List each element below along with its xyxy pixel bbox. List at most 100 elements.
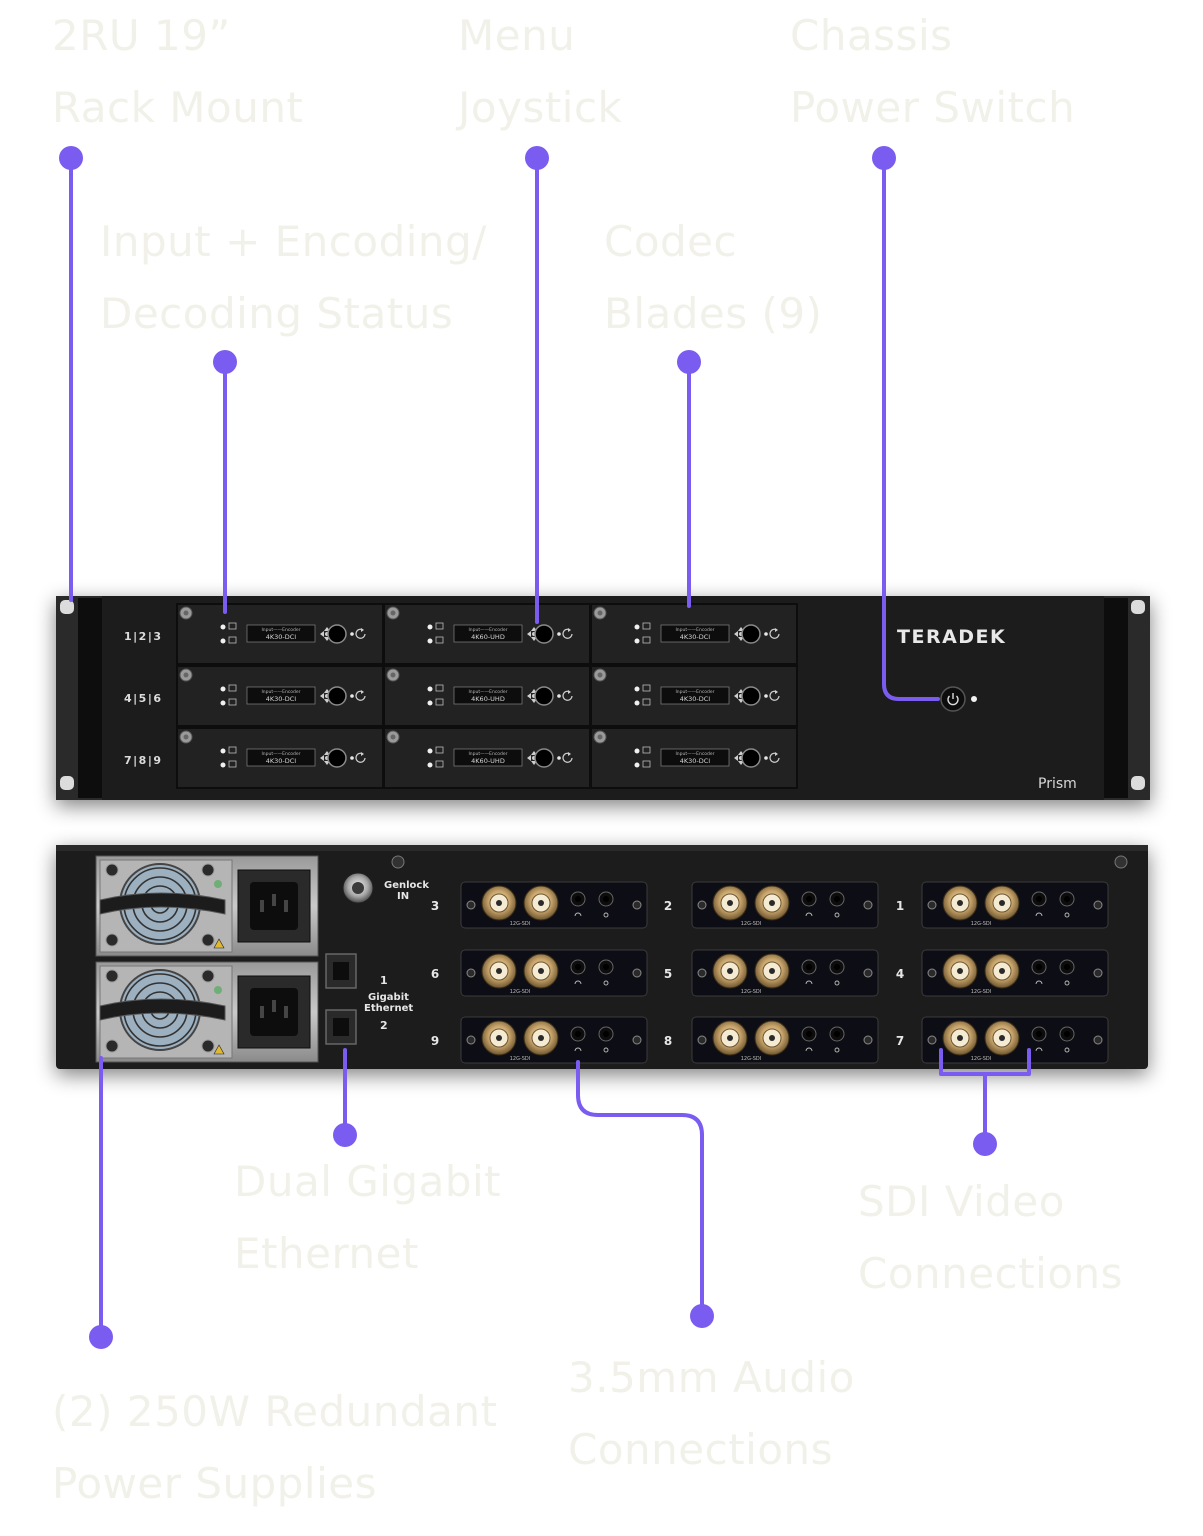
ac-pin xyxy=(260,900,264,912)
audio-jack-hole xyxy=(806,964,812,970)
slot-screw xyxy=(632,1035,642,1045)
menu-joystick[interactable] xyxy=(327,686,347,706)
bnc-pin xyxy=(957,968,963,974)
slot-screw xyxy=(632,900,642,910)
audio-jack-hole xyxy=(1064,964,1070,970)
oled-status-screen xyxy=(246,686,316,705)
callout-line: Blades (9) xyxy=(604,289,823,338)
thumb-screw-center xyxy=(597,672,603,678)
power-supply-unit xyxy=(95,855,319,957)
blade-led xyxy=(350,756,354,760)
warning-icon xyxy=(213,938,225,949)
slot-row-label: 1|2|3 xyxy=(124,630,163,643)
thumb-screw-center xyxy=(597,734,603,740)
screen-header: Input——Encoder xyxy=(261,689,300,695)
psu-handle[interactable] xyxy=(99,998,226,1021)
oled-status-screen xyxy=(453,624,523,643)
screen-header: Input——Encoder xyxy=(675,689,714,695)
rack-mount-hole xyxy=(1131,776,1145,790)
blade-led xyxy=(764,694,768,698)
callout-power-switch: Chassis Power Switch xyxy=(790,0,1075,144)
input-icon xyxy=(435,622,444,630)
callout-ethernet: Dual Gigabit Ethernet xyxy=(234,1146,501,1290)
blade-led xyxy=(764,632,768,636)
screen-header: Input——Encoder xyxy=(675,751,714,757)
audio-jack-hole xyxy=(1036,896,1042,902)
screen-format: 4K30-DCI xyxy=(680,633,711,641)
audio-jack-hole xyxy=(806,1031,812,1037)
menu-joystick[interactable] xyxy=(327,624,347,644)
microphone-icon xyxy=(834,980,840,986)
input-icon xyxy=(435,684,444,692)
ethernet-port-1-label: 1 xyxy=(380,974,388,987)
reset-icon xyxy=(355,690,366,701)
menu-joystick[interactable] xyxy=(327,748,347,768)
screen-format: 4K30-DCI xyxy=(266,633,297,641)
bnc-pin xyxy=(999,1035,1005,1041)
oled-status-screen xyxy=(246,624,316,643)
reset-arrow xyxy=(568,752,571,756)
audio-jack-hole xyxy=(603,1031,609,1037)
menu-joystick[interactable] xyxy=(534,686,554,706)
thumb-screw-center xyxy=(183,734,189,740)
bnc-pin xyxy=(538,900,544,906)
reset-arrow xyxy=(568,690,571,694)
thumb-screw-center xyxy=(183,672,189,678)
callout-line: Connections xyxy=(568,1425,834,1474)
screen-header: Input——Encoder xyxy=(468,627,507,633)
menu-joystick[interactable] xyxy=(534,748,554,768)
input-icon xyxy=(642,622,651,630)
status-led xyxy=(634,748,640,754)
blade-led xyxy=(350,694,354,698)
input-icon xyxy=(642,746,651,754)
slot-row-label: 7|8|9 xyxy=(124,754,163,767)
status-led xyxy=(220,762,226,768)
sdi-label: 12G-SDI xyxy=(971,921,992,927)
screen-format: 4K60-UHD xyxy=(471,633,505,641)
rack-mount-hole xyxy=(60,776,74,790)
callout-line: 2RU 19” xyxy=(52,11,231,60)
oled-status-screen xyxy=(660,686,730,705)
rear-panel: Genlock IN 1 Gigabit Ethernet 2 312G-SDI… xyxy=(56,845,1148,1069)
menu-joystick[interactable] xyxy=(741,748,761,768)
slot-number: 1 xyxy=(896,899,904,913)
psu-handle[interactable] xyxy=(99,892,226,915)
psu-screw xyxy=(201,969,215,983)
input-icon xyxy=(642,684,651,692)
reset-arrow xyxy=(361,628,364,632)
slot-row-label: 4|5|6 xyxy=(124,692,163,705)
bnc-pin xyxy=(999,900,1005,906)
reset-icon xyxy=(562,628,573,639)
sdi-label: 12G-SDI xyxy=(741,989,762,995)
reset-icon xyxy=(355,752,366,763)
network-icon xyxy=(228,698,237,706)
menu-joystick[interactable] xyxy=(741,624,761,644)
ethernet-port-2-label: 2 xyxy=(380,1019,388,1032)
status-led xyxy=(427,748,433,754)
status-led xyxy=(220,686,226,692)
menu-joystick[interactable] xyxy=(741,686,761,706)
sdi-label: 12G-SDI xyxy=(741,921,762,927)
callout-line: Dual Gigabit xyxy=(234,1157,502,1206)
oled-status-screen xyxy=(246,748,316,767)
genlock-label: Genlock xyxy=(384,880,429,891)
screen-header: Input——Encoder xyxy=(261,627,300,633)
status-led xyxy=(427,638,433,644)
slot-screw xyxy=(863,968,873,978)
audio-jack-hole xyxy=(834,964,840,970)
menu-joystick[interactable] xyxy=(534,624,554,644)
slot-screw xyxy=(466,900,476,910)
ac-pin xyxy=(284,1006,288,1018)
audio-jack-hole xyxy=(1064,1031,1070,1037)
